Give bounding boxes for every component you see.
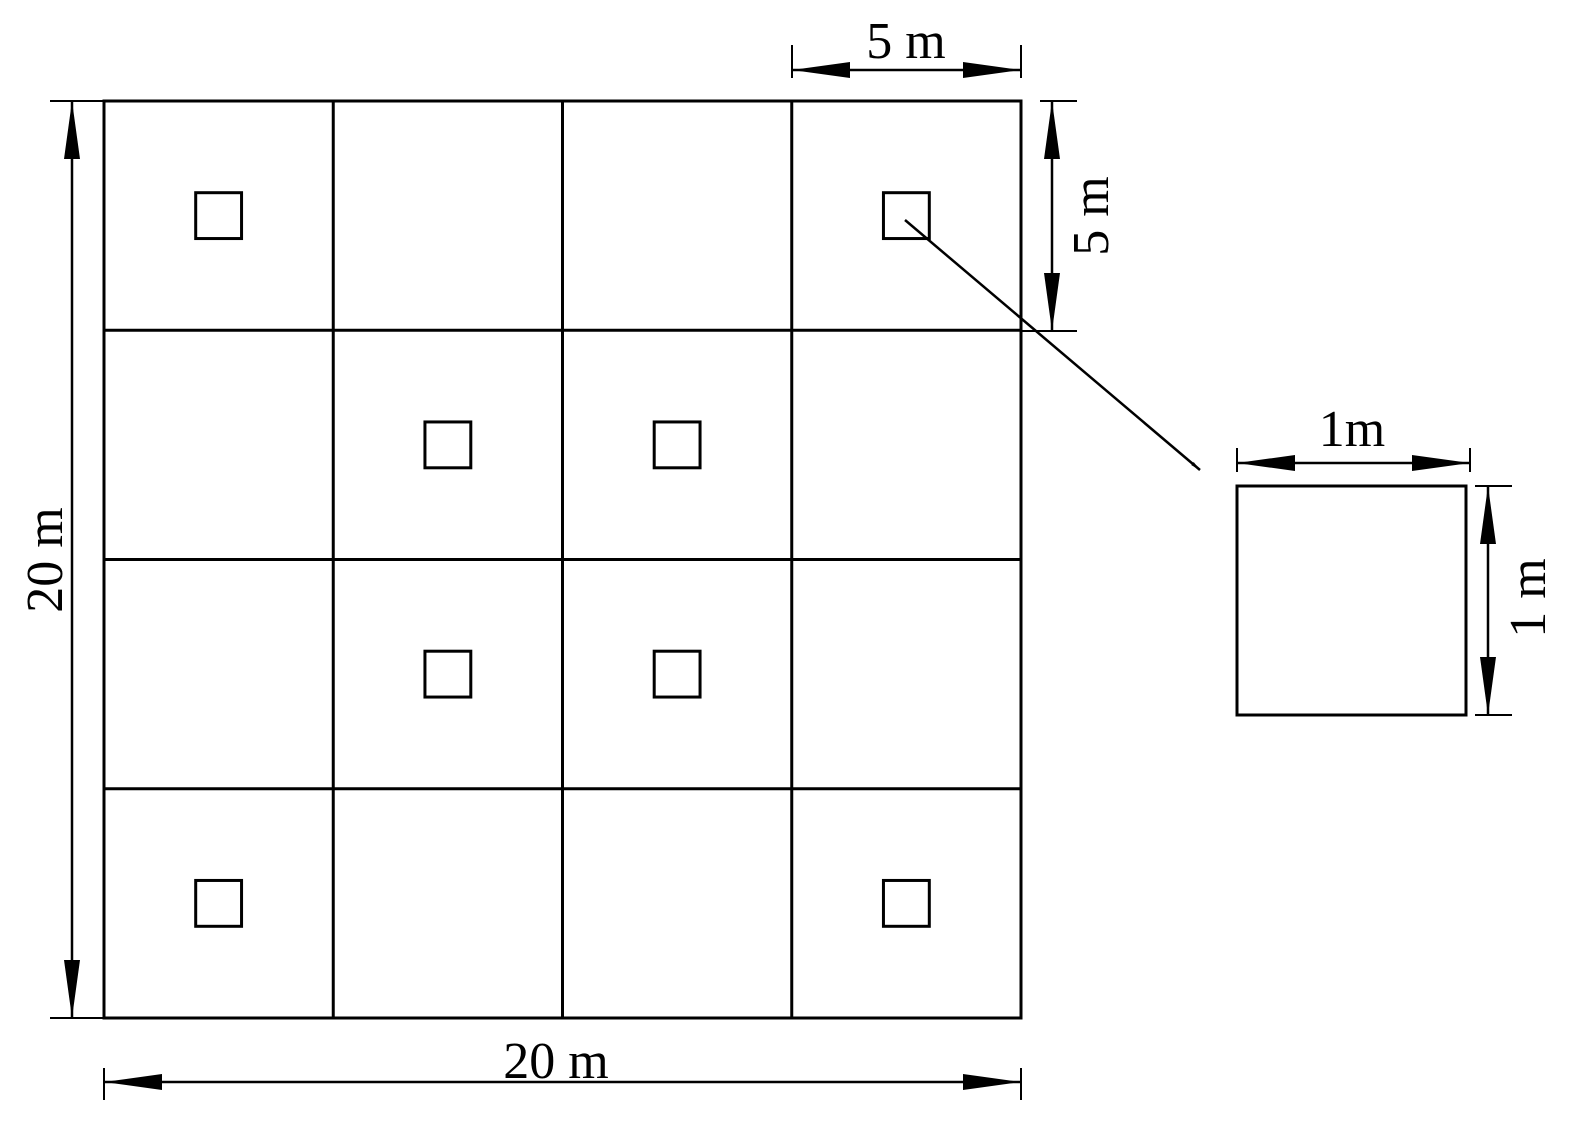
arrowhead xyxy=(963,1074,1021,1090)
arrowhead xyxy=(64,960,80,1018)
dimension-lines xyxy=(50,45,1512,1100)
quadrats xyxy=(194,191,1468,928)
arrowhead xyxy=(1044,273,1060,331)
left-dimension xyxy=(64,101,80,1018)
quadrat xyxy=(652,649,702,699)
plot-grid xyxy=(102,99,1023,1020)
quadrat xyxy=(194,191,244,241)
quadrat-height-label: 1 m xyxy=(1500,558,1557,637)
arrowhead xyxy=(963,62,1021,78)
bottom-dimension xyxy=(104,1074,1021,1090)
subplot-width-dimension xyxy=(792,62,1021,78)
arrowhead xyxy=(1412,455,1470,471)
left-dimension-label: 20 m xyxy=(17,507,74,612)
quadrat-width-label: 1m xyxy=(1319,401,1385,458)
quadrat-width-dimension xyxy=(1237,455,1470,471)
quadrat xyxy=(652,420,702,470)
arrowhead xyxy=(1480,657,1496,715)
quadrat-height-dimension xyxy=(1480,486,1496,715)
pointer-arrow xyxy=(904,219,1201,471)
quadrat xyxy=(881,878,931,928)
bottom-dimension-label: 20 m xyxy=(503,1033,608,1090)
quadrat-detail xyxy=(1235,484,1468,717)
arrowhead xyxy=(104,1074,162,1090)
quadrat xyxy=(194,878,244,928)
arrowhead xyxy=(1044,101,1060,159)
subplot-width-label: 5 m xyxy=(866,13,945,70)
subplot-height-dimension xyxy=(1044,101,1060,331)
arrowhead xyxy=(64,101,80,159)
subplot-height-label: 5 m xyxy=(1063,176,1120,255)
quadrat xyxy=(423,649,473,699)
quadrat xyxy=(881,191,931,241)
arrowhead xyxy=(1237,455,1295,471)
arrowhead xyxy=(792,62,850,78)
quadrat xyxy=(423,420,473,470)
arrowhead xyxy=(1480,486,1496,544)
